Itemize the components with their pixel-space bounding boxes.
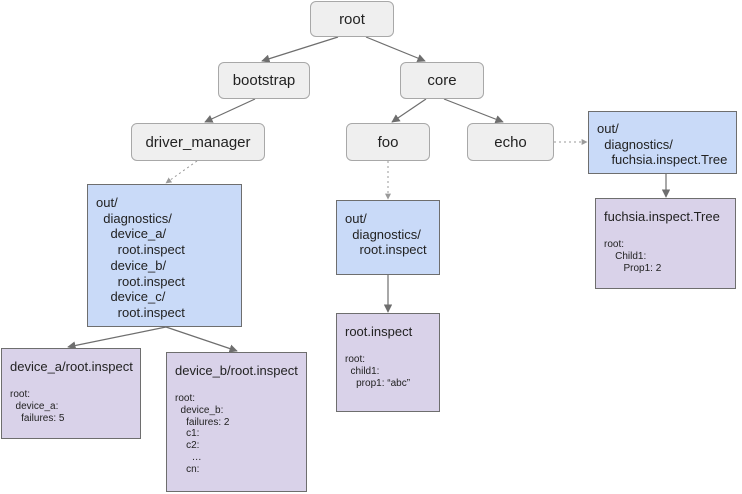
dm-out-line: device_c/ xyxy=(96,289,166,305)
device-b-inspect-line: c2: xyxy=(175,440,200,452)
edge-core-echo xyxy=(443,98,504,124)
foo-inspect-title: root.inspect xyxy=(345,324,413,339)
device-b-inspect-line: … xyxy=(175,451,202,463)
edge-root-core xyxy=(365,36,426,63)
node-core: core xyxy=(400,62,484,99)
dm-out-line: device_b/ xyxy=(96,257,167,273)
dm-out-line: device_a/ xyxy=(96,226,167,242)
foo-out-line: out/ xyxy=(345,211,367,226)
driver-manager-out-box: out/ diagnostics/ device_a/ root.inspect… xyxy=(87,184,242,327)
node-foo: foo xyxy=(346,123,430,161)
echo-inspect-title: fuchsia.inspect.Tree xyxy=(604,209,720,224)
echo-out-line: out/ xyxy=(597,121,619,136)
foo-inspect-line: root: xyxy=(345,354,366,365)
edge-dm-out-device-a xyxy=(67,326,167,350)
device-b-inspect-line: device_b: xyxy=(175,404,224,416)
echo-inspect-box: fuchsia.inspect.Tree root: Child1: Prop1… xyxy=(595,198,736,289)
edge-core-foo xyxy=(391,98,427,123)
foo-inspect-line: child1: xyxy=(345,365,380,377)
edge-root-bootstrap xyxy=(261,36,339,63)
device-b-inspect-line: c1: xyxy=(175,428,200,440)
device-b-inspect-box: device_b/root.inspect root: device_b: fa… xyxy=(166,352,307,492)
device-b-inspect-title: device_b/root.inspect xyxy=(175,363,298,378)
device-a-inspect-line: root: xyxy=(10,389,31,400)
echo-out-line: fuchsia.inspect.Tree xyxy=(597,152,728,168)
foo-out-box: out/ diagnostics/ root.inspect xyxy=(336,200,440,275)
device-b-inspect-line: failures: 2 xyxy=(175,416,230,428)
dm-out-line: root.inspect xyxy=(96,304,185,320)
foo-out-line: diagnostics/ xyxy=(345,226,421,242)
node-root: root xyxy=(310,1,394,37)
echo-out-box: out/ diagnostics/ fuchsia.inspect.Tree xyxy=(588,111,737,174)
edge-bootstrap-driver-manager xyxy=(204,98,256,123)
device-b-inspect-line: cn: xyxy=(175,463,200,475)
foo-inspect-box: root.inspect root: child1: prop1: “abc” xyxy=(336,313,440,412)
device-a-inspect-line: device_a: xyxy=(10,400,59,412)
echo-inspect-line: Child1: xyxy=(604,250,647,262)
foo-out-line: root.inspect xyxy=(345,242,427,258)
device-a-inspect-line: failures: 5 xyxy=(10,412,65,424)
edge-dm-out-device-b xyxy=(165,326,238,353)
edge-driver-manager-out xyxy=(165,160,198,184)
echo-inspect-line: Prop1: 2 xyxy=(604,262,662,274)
dm-out-line: out/ xyxy=(96,195,118,210)
dm-out-line: diagnostics/ xyxy=(96,210,172,226)
device-a-inspect-box: device_a/root.inspect root: device_a: fa… xyxy=(1,348,141,439)
dm-out-line: root.inspect xyxy=(96,242,185,258)
node-echo: echo xyxy=(467,123,554,161)
device-a-inspect-title: device_a/root.inspect xyxy=(10,359,133,374)
echo-out-line: diagnostics/ xyxy=(597,136,673,152)
device-b-inspect-line: root: xyxy=(175,393,196,404)
foo-inspect-line: prop1: “abc” xyxy=(345,377,411,389)
node-driver-manager: driver_manager xyxy=(131,123,265,161)
node-bootstrap: bootstrap xyxy=(218,62,310,99)
dm-out-line: root.inspect xyxy=(96,273,185,289)
echo-inspect-line: root: xyxy=(604,239,625,250)
